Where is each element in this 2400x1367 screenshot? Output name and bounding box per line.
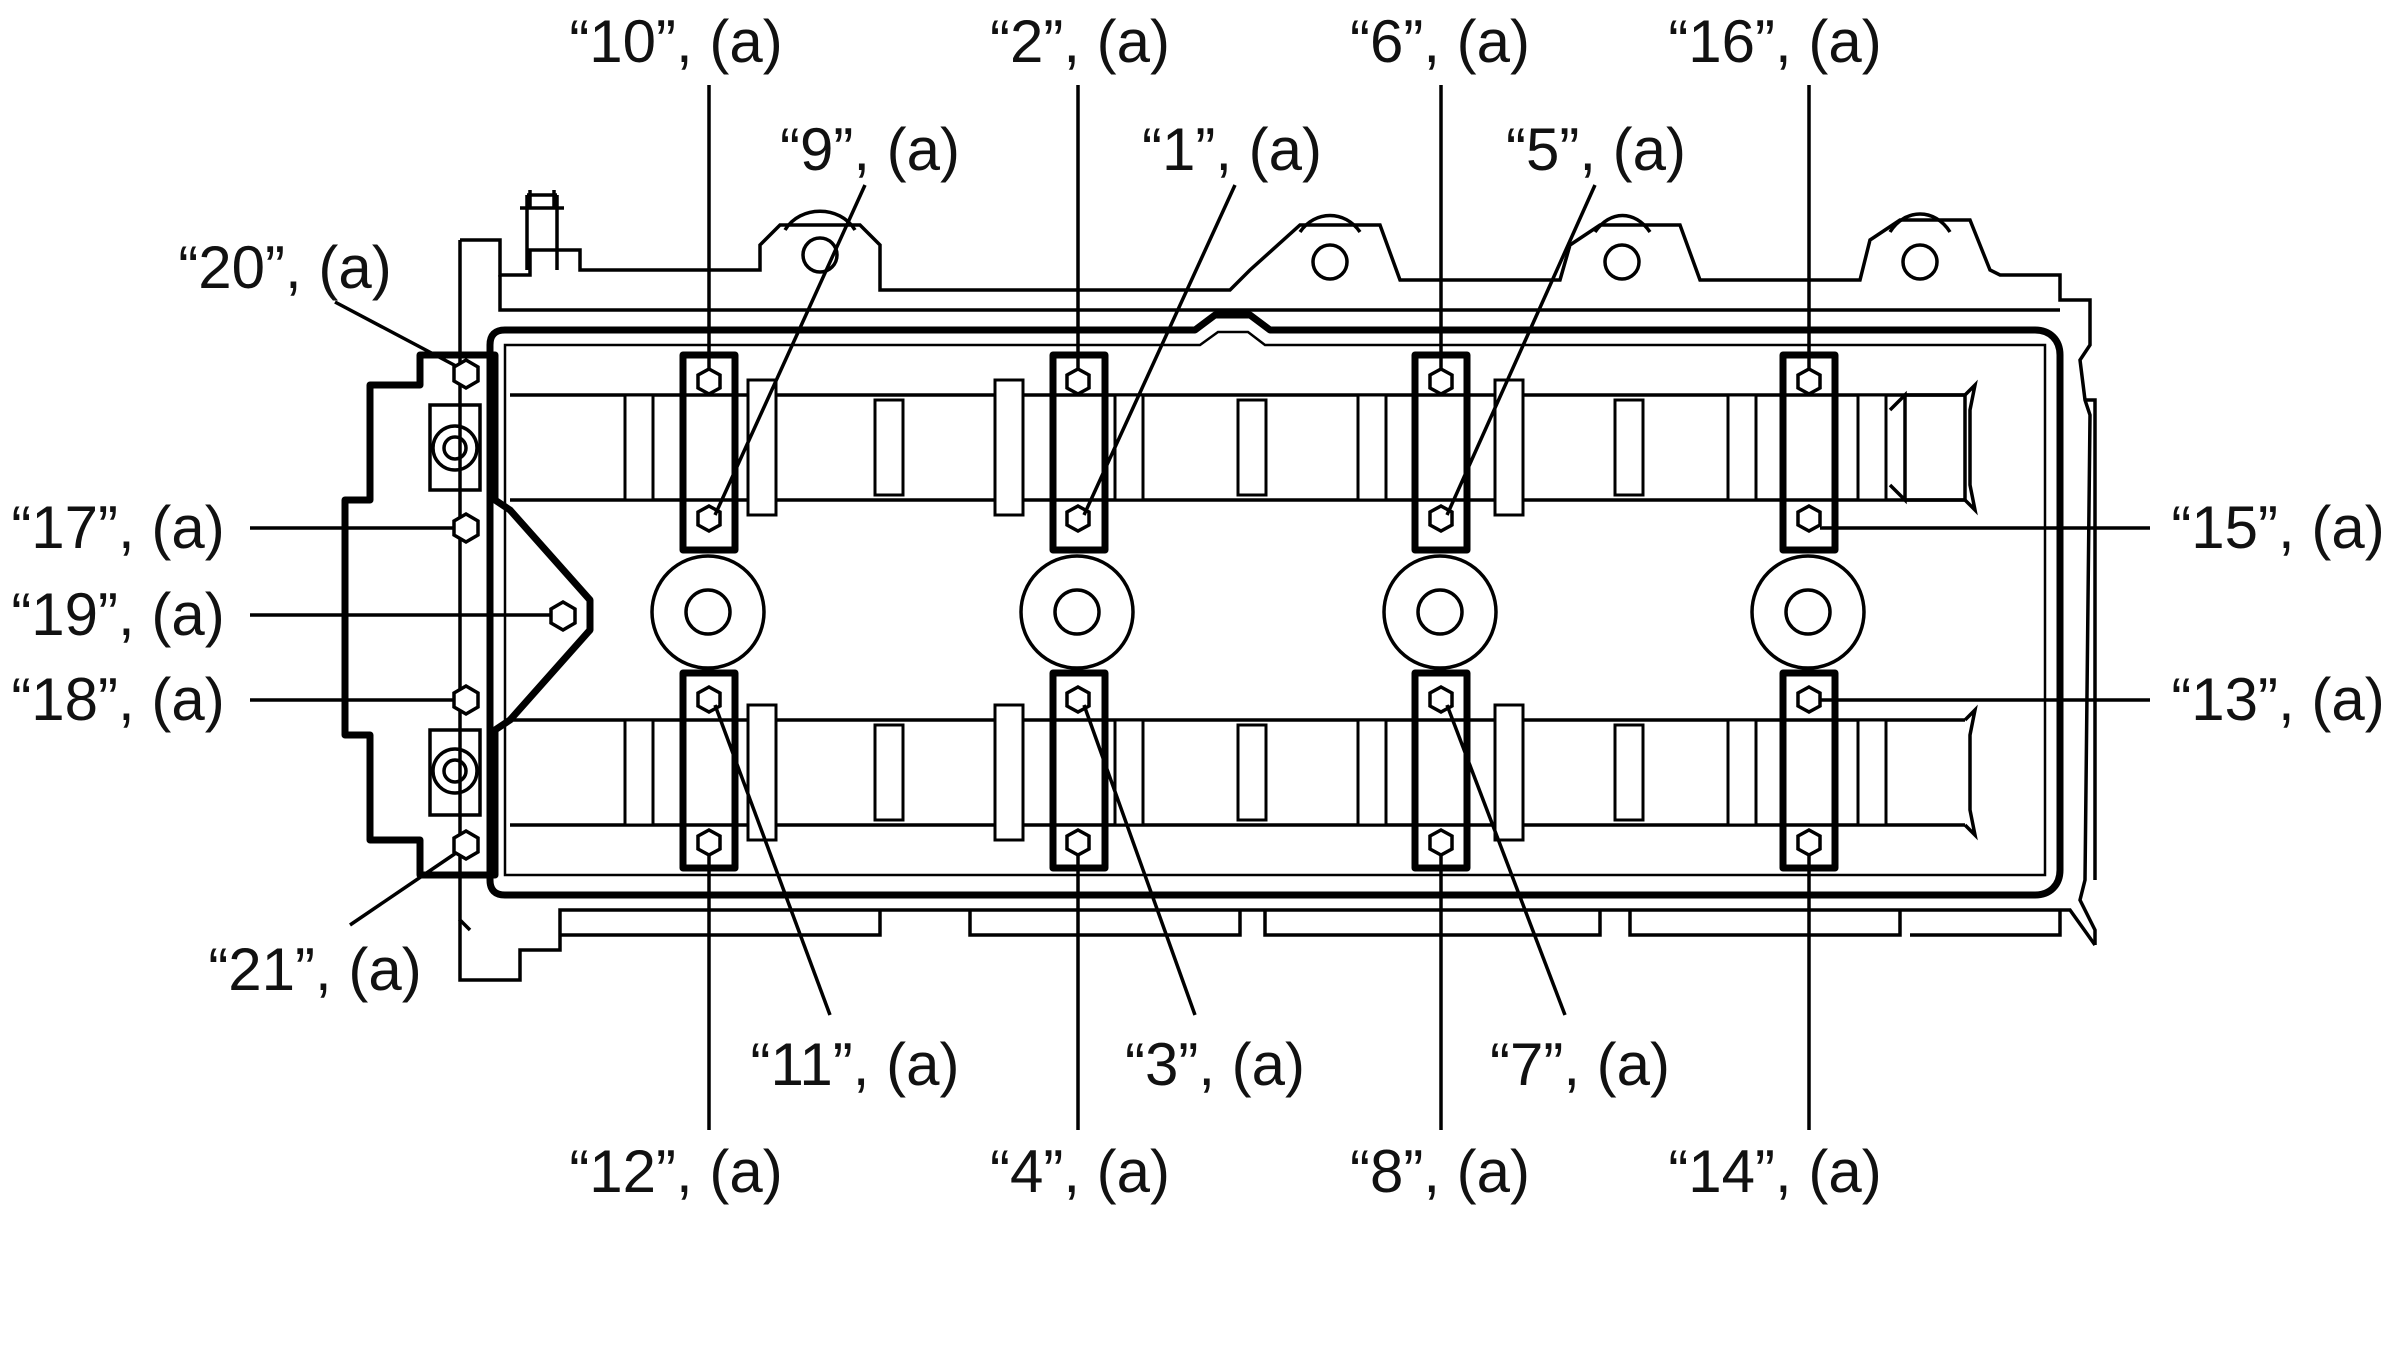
label-bolt-11: “11”, (a): [751, 1031, 960, 1098]
label-bolt-18: “18”, (a): [11, 666, 224, 733]
label-bolt-19: “19”, (a): [11, 581, 224, 648]
label-bolt-16: “16”, (a): [1668, 8, 1881, 75]
bolt-14: [1796, 828, 1822, 857]
intake-cam-lobes: [623, 378, 1888, 517]
label-bolt-4: “4”, (a): [990, 1138, 1170, 1205]
leader-lines: [250, 85, 2150, 1130]
label-bolt-15: “15”, (a): [2171, 494, 2384, 561]
label-bolt-1: “1”, (a): [1142, 116, 1322, 183]
label-bolt-14: “14”, (a): [1668, 1138, 1881, 1205]
bolt-21: [452, 828, 480, 862]
label-bolt-8: “8”, (a): [1350, 1138, 1530, 1205]
camshaft-caps: [679, 351, 1839, 872]
label-bolt-20: “20”, (a): [178, 234, 391, 301]
label-bolt-17: “17”, (a): [11, 494, 224, 561]
exhaust-cam-lobes: [623, 703, 1888, 842]
label-bolt-7: “7”, (a): [1490, 1031, 1670, 1098]
spark-plug-bores: [650, 554, 1866, 670]
bolt-18: [452, 683, 480, 717]
label-bolt-5: “5”, (a): [1506, 116, 1686, 183]
bolt-8: [1428, 828, 1454, 857]
bolt-20: [452, 357, 480, 391]
bolt-13: [1796, 685, 1822, 714]
bolt-10: [696, 367, 722, 396]
bolt-16: [1796, 367, 1822, 396]
label-bolt-2: “2”, (a): [990, 8, 1170, 75]
bolt-labels: “10”, (a) “2”, (a) “6”, (a) “16”, (a) “9…: [11, 8, 2384, 1205]
label-bolt-12: “12”, (a): [569, 1138, 782, 1205]
cylinder-head-outline: [458, 190, 2097, 982]
label-bolt-13: “13”, (a): [2171, 666, 2384, 733]
inner-rail: [486, 311, 2064, 899]
label-bolt-10: “10”, (a): [569, 8, 782, 75]
bolt-2: [1065, 367, 1091, 396]
label-bolt-3: “3”, (a): [1125, 1031, 1305, 1098]
bolt-4: [1065, 828, 1091, 857]
bolt-19: [549, 599, 577, 633]
timing-cover-plate: [341, 351, 594, 879]
label-bolt-9: “9”, (a): [780, 116, 960, 183]
bolt-6: [1428, 367, 1454, 396]
bolt-17: [452, 511, 480, 545]
bolt-15: [1796, 504, 1822, 533]
label-bolt-6: “6”, (a): [1350, 8, 1530, 75]
label-bolt-21: “21”, (a): [208, 936, 421, 1003]
bolt-12: [696, 828, 722, 857]
